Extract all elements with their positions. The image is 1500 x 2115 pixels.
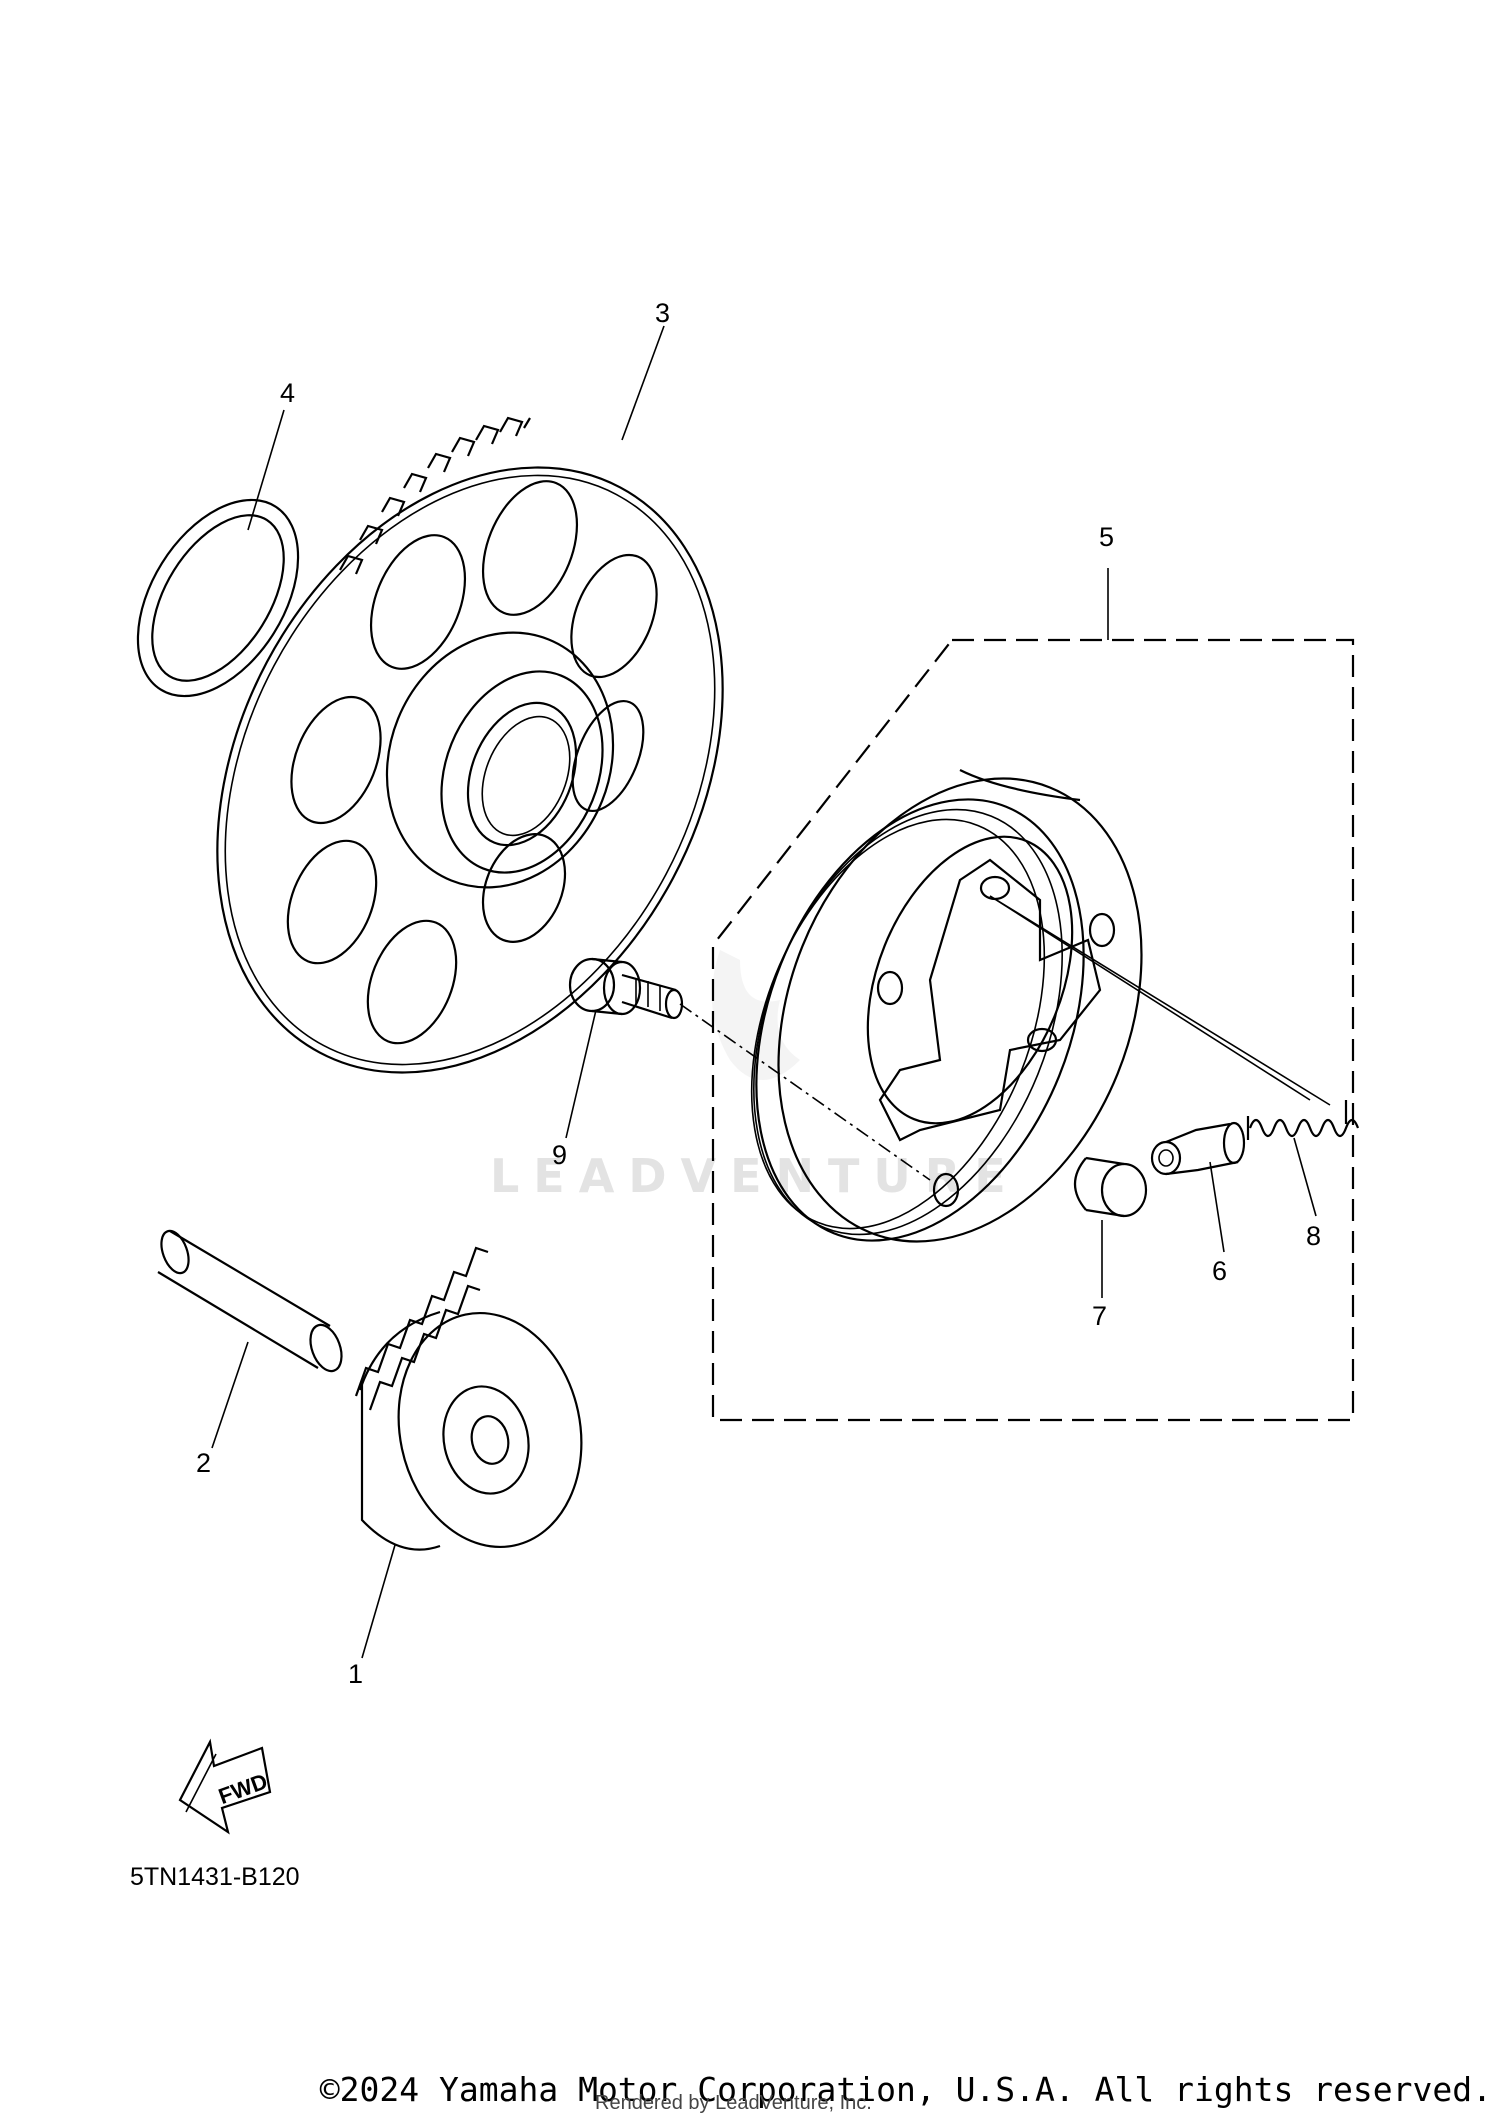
part-9-axis-line	[679, 1003, 931, 1181]
part-9-bolt[interactable]	[568, 957, 684, 1020]
rendered-by-notice: Rendered by LeadVenture, Inc.	[595, 2092, 872, 2114]
callout-3: 3	[655, 298, 670, 328]
part-2-shaft[interactable]	[156, 1227, 347, 1375]
callout-4: 4	[280, 378, 295, 408]
part-1-idle-gear[interactable]	[354, 1246, 603, 1564]
part-4-washer[interactable]	[105, 471, 331, 724]
callout-6: 6	[1212, 1256, 1227, 1286]
copyright-notice: ©2024 Yamaha Motor Corporation, U.S.A. A…	[319, 2070, 1492, 2109]
leader-lines	[211, 325, 1317, 1659]
callout-5: 5	[1099, 522, 1114, 552]
callout-8: 8	[1306, 1221, 1321, 1251]
callout-9: 9	[552, 1140, 567, 1170]
part-5-starter-clutch-assembly[interactable]	[695, 724, 1331, 1296]
watermark-text: LEADVENTURE	[490, 1149, 1020, 1203]
part-5-assembly-boundary	[711, 638, 1355, 1422]
drawing-code: 5TN1431-B120	[130, 1863, 300, 1891]
callout-1: 1	[348, 1659, 363, 1689]
callout-7: 7	[1092, 1301, 1107, 1331]
part-6-plunger[interactable]	[1150, 1121, 1246, 1176]
fwd-label: FWD	[215, 1768, 271, 1809]
fwd-arrow-icon: FWD	[178, 1738, 272, 1835]
part-7-roller[interactable]	[1073, 1156, 1148, 1218]
callout-2: 2	[196, 1448, 211, 1478]
part-8-spring[interactable]	[1246, 1100, 1360, 1140]
part-3-starter-wheel-gear[interactable]	[117, 379, 824, 1160]
